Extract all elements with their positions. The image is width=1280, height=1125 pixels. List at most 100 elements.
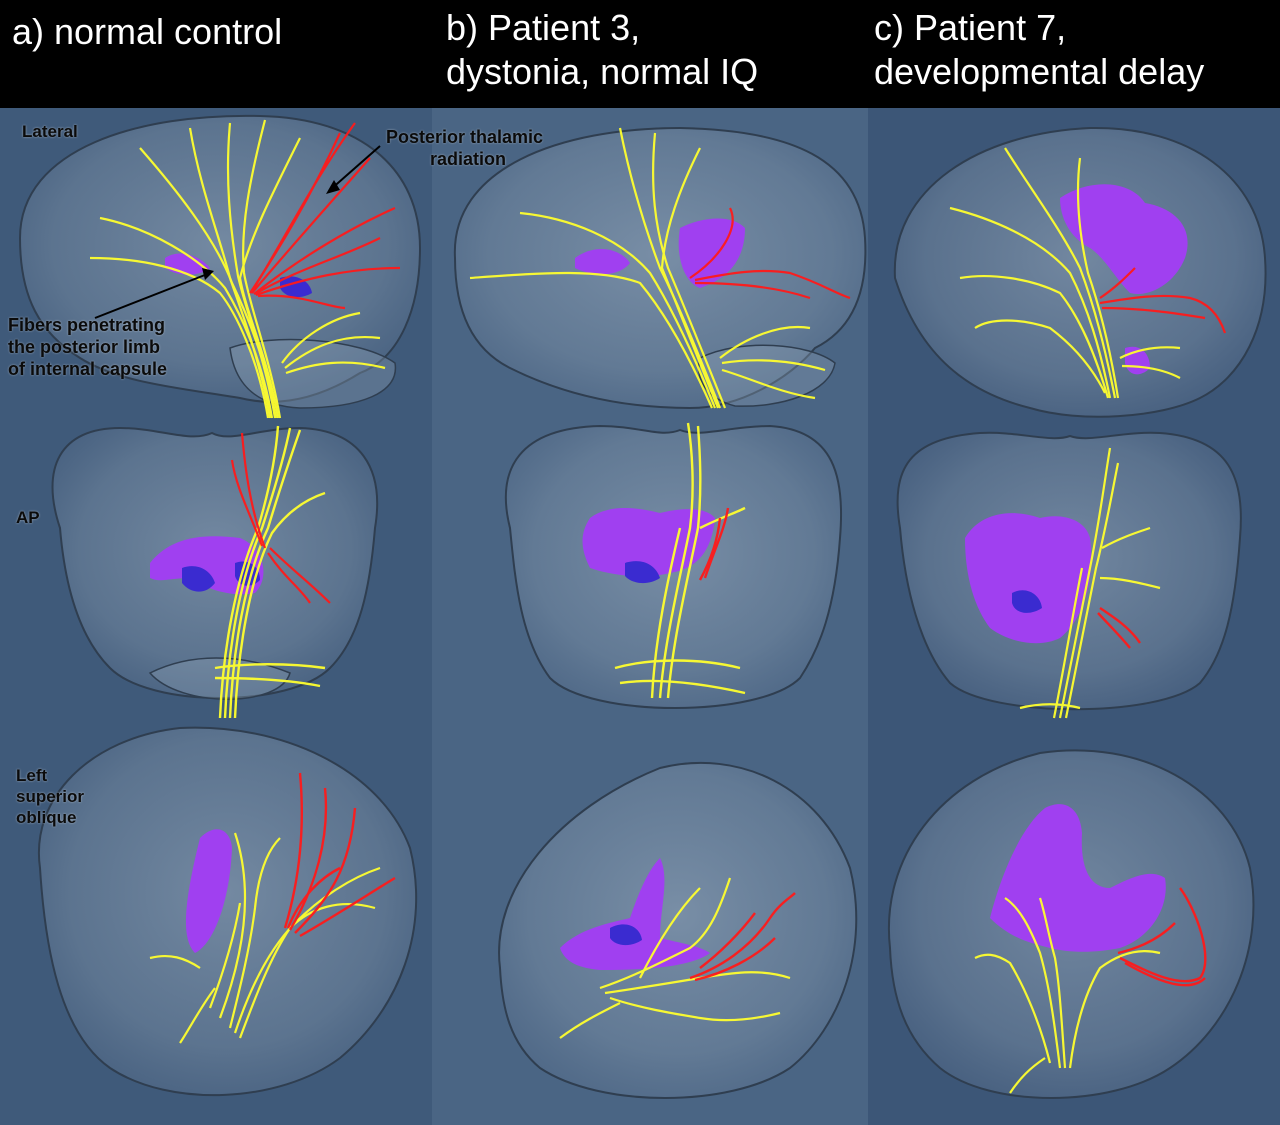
tract-fiber <box>1058 447 1112 719</box>
thalamic-radiation <box>689 892 796 982</box>
radiation-fiber <box>1117 922 1176 955</box>
thalamic-radiation <box>283 772 396 938</box>
thalamic-radiation <box>689 207 851 300</box>
thalamic-radiation <box>230 432 331 604</box>
radiation-fiber <box>1099 267 1136 299</box>
radiation-fiber <box>257 294 346 310</box>
corticospinal-tract <box>469 127 826 409</box>
tract-fiber <box>1076 157 1120 399</box>
tract-fiber <box>238 137 301 419</box>
ventricle-shape <box>185 829 232 953</box>
brain-outline <box>893 126 1267 418</box>
tract-fiber <box>1101 526 1151 549</box>
panel-c-lateral <box>893 126 1267 418</box>
panel-a-ap <box>51 425 379 719</box>
radiation-fiber <box>294 807 357 934</box>
radiation-fiber <box>1099 294 1227 334</box>
tract-fiber <box>719 326 811 359</box>
radiation-fiber <box>699 912 756 969</box>
corticospinal-tract <box>89 119 386 419</box>
tract-fiber <box>721 368 816 400</box>
radiation-fiber <box>1101 306 1206 320</box>
tract-fiber <box>974 953 1052 1064</box>
tract-fiber <box>285 361 386 375</box>
radiation-fiber <box>703 507 730 579</box>
thalamic-radiation <box>249 122 401 310</box>
tract-fiber <box>559 1002 621 1039</box>
tract-fiber <box>1004 897 1062 1069</box>
view-label-ap: AP <box>16 508 40 527</box>
thalamic-radiation <box>698 507 730 581</box>
tract-fiber <box>1038 897 1067 1069</box>
panel-a-lateral <box>18 114 422 419</box>
tract-fiber <box>599 877 732 990</box>
radiation-fiber <box>267 552 311 604</box>
tract-fiber <box>959 275 1110 399</box>
column-title-c: c) Patient 7, developmental delay <box>874 7 1205 92</box>
thalamic-radiation <box>1099 267 1227 334</box>
tract-fiber <box>228 837 281 1029</box>
ventricle-shape <box>560 858 710 970</box>
tract-fiber <box>1009 1057 1046 1094</box>
panel-c-ap <box>896 431 1242 719</box>
tract-fiber <box>666 425 702 699</box>
radiation-fiber <box>1099 607 1141 644</box>
figure-header: a) normal control b) Patient 3, dystonia… <box>0 0 1280 108</box>
tract-fiber <box>179 987 216 1044</box>
thalamus-shape <box>1012 590 1042 613</box>
ventricle-shape <box>965 513 1092 644</box>
tract-fiber <box>89 256 270 419</box>
tract-fiber <box>721 359 826 372</box>
tract-fiber <box>149 954 201 969</box>
arrow-line <box>94 272 211 319</box>
tract-fiber <box>281 311 361 364</box>
thalamus-shape <box>610 924 642 946</box>
radiation-fiber <box>283 772 304 929</box>
radiation-fiber <box>230 459 264 547</box>
tract-fiber <box>651 132 727 409</box>
tract-fiber <box>1004 147 1117 399</box>
tract-fiber <box>658 422 694 699</box>
radiation-fiber <box>694 269 851 300</box>
view-label-lateral: Lateral <box>22 122 78 141</box>
radiation-fiber <box>269 547 331 604</box>
tract-fiber <box>284 336 381 369</box>
radiation-fiber <box>689 207 734 279</box>
corticospinal-tract <box>974 897 1161 1094</box>
corticospinal-tract <box>559 877 791 1039</box>
tract-fiber <box>639 887 701 979</box>
tract-fiber <box>1064 462 1120 719</box>
tract-fiber <box>1099 576 1161 590</box>
tractography-figure <box>18 114 1267 1099</box>
corticospinal-tract <box>949 147 1181 399</box>
tract-fiber <box>519 211 717 409</box>
ventricle-shape <box>990 804 1166 952</box>
radiation-fiber <box>286 866 341 929</box>
brain-outline <box>498 761 858 1099</box>
tract-fiber <box>469 271 714 409</box>
ventricle-shape <box>582 508 715 577</box>
radiation-fiber <box>694 281 811 300</box>
tract-fiber <box>1119 346 1181 359</box>
tract-fiber <box>618 127 722 409</box>
radiation-fiber <box>1124 961 1206 987</box>
thalamus-shape <box>182 566 215 592</box>
tract-fiber <box>218 832 247 1019</box>
radiation-fiber <box>253 206 396 295</box>
tract-fiber <box>99 216 274 419</box>
tract-fiber <box>1121 364 1181 379</box>
arrow-line <box>329 145 381 191</box>
radiation-fiber <box>288 787 328 931</box>
radiation-fiber <box>1119 887 1207 983</box>
panel-b-ap <box>505 422 843 709</box>
arrow-head <box>202 268 214 280</box>
tract-fiber <box>139 147 278 419</box>
radiation-fiber <box>251 157 371 294</box>
panel-a-oblique <box>37 726 418 1097</box>
panel-b-oblique <box>498 761 858 1099</box>
tract-fiber <box>214 663 326 670</box>
column-title-a: a) normal control <box>12 11 283 52</box>
annotation-thalamic-radiation: Posterior thalamic radiation <box>386 127 544 169</box>
panel-c-oblique <box>887 749 1255 1099</box>
tract-fiber <box>1019 703 1081 710</box>
